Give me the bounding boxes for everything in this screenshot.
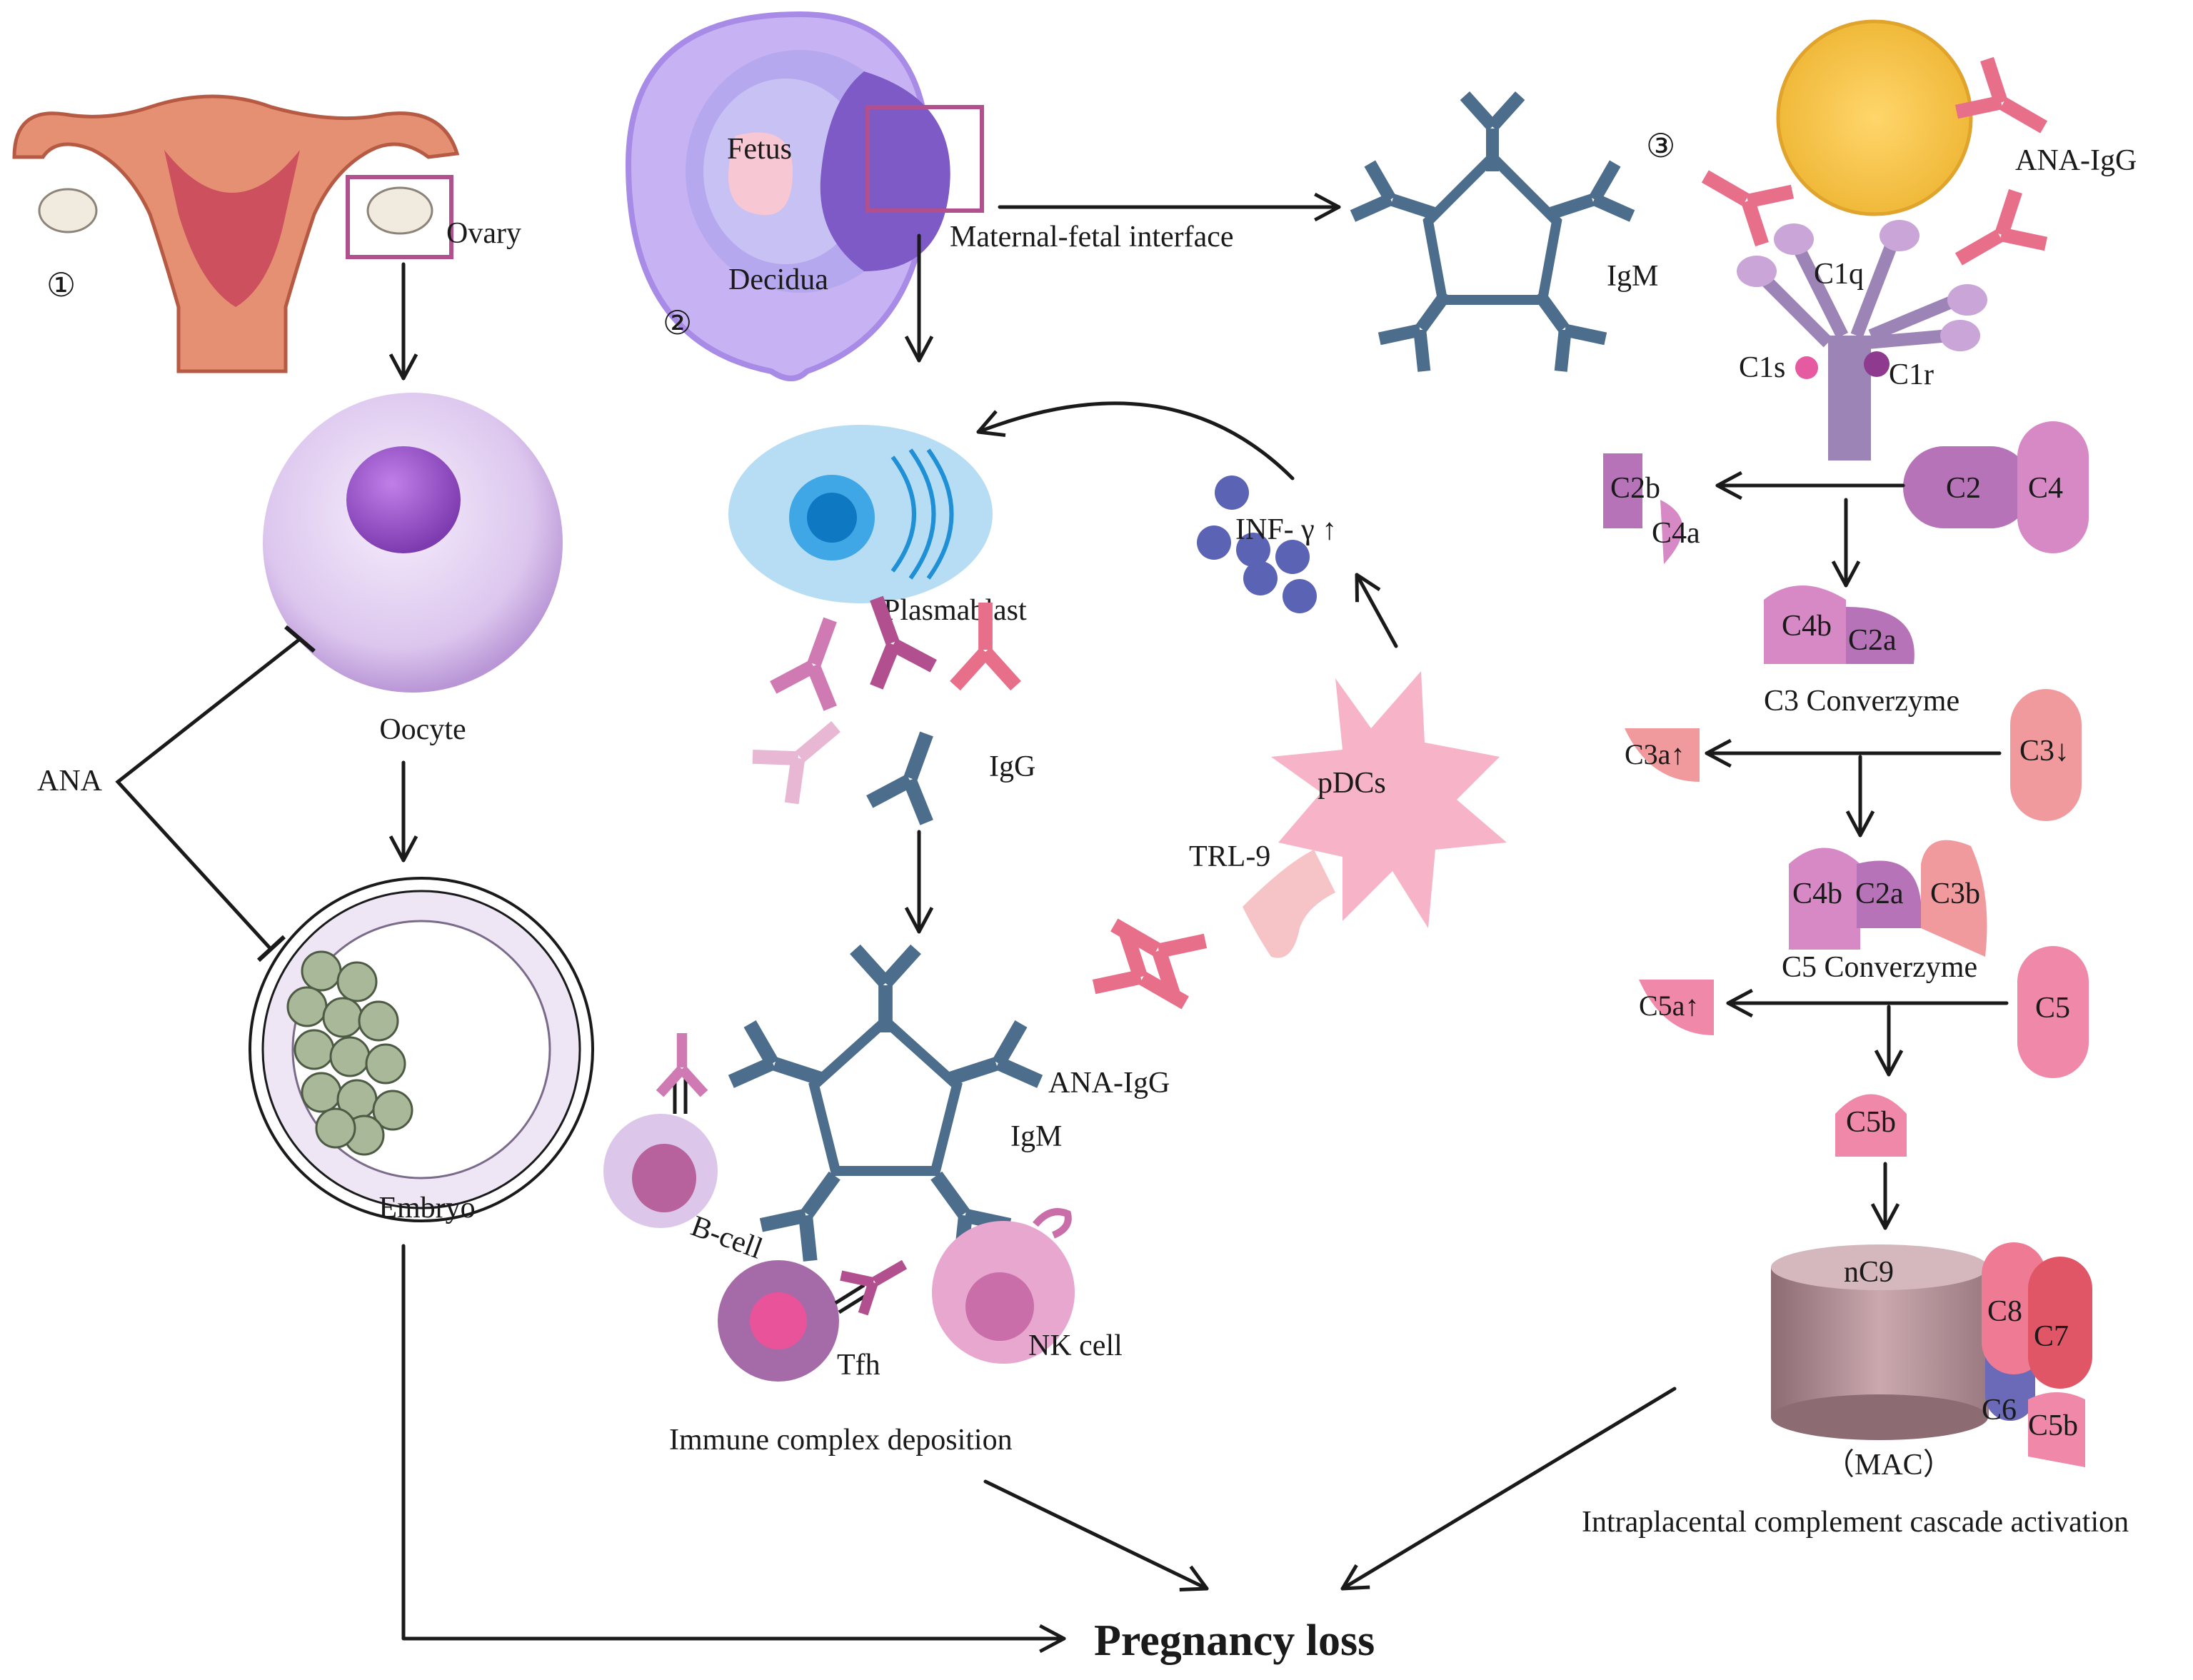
mac-label: （MAC） (1825, 1449, 1953, 1482)
c2a-label-1: C2a (1848, 624, 1897, 657)
igm-bottom-pentamer (725, 944, 1046, 1268)
embryo-to-loss-arrow (401, 1244, 1066, 1654)
embryo-label: Embryo (378, 1192, 475, 1224)
igm-top-pentamer (1347, 91, 1638, 378)
pregnancy-loss-title: Pregnancy loss (1094, 1616, 1375, 1665)
c3-label: C3↓ (2019, 735, 2069, 768)
c2b-label: C2b (1610, 472, 1660, 505)
mac-complex (1771, 1242, 2092, 1467)
igg-antibody-cluster (746, 585, 1021, 829)
pdc-to-inf-arrow (1355, 573, 1398, 648)
tfh-label: Tfh (837, 1349, 880, 1382)
tfh-cell (718, 1242, 918, 1382)
c5b-label-2: C5b (2028, 1409, 2078, 1442)
b-cell-label: B-cell (687, 1209, 767, 1265)
c2b-block (1603, 453, 1642, 528)
c4a-label: C4a (1652, 517, 1700, 550)
c1r-label: C1r (1889, 358, 1934, 391)
inf-gamma-molecules (1197, 476, 1317, 613)
oocyte-label: Oocyte (379, 713, 466, 746)
c2a-block-1 (1846, 607, 1915, 664)
oocyte-nucleus (346, 446, 461, 553)
c5-label: C5 (2035, 992, 2070, 1025)
panel-1-marker: ① (46, 267, 76, 303)
c4a-block (1660, 500, 1683, 564)
panel-3-marker: ③ (1646, 128, 1675, 164)
maternal-fetal-interface-label: Maternal-fetal interface (950, 221, 1234, 253)
c1-complex (1737, 220, 1987, 461)
c3b-label: C3b (1930, 877, 1980, 910)
pdcs-label: pDCs (1318, 767, 1386, 800)
c2a-block-2 (1857, 860, 1922, 928)
c7-label: C7 (2034, 1320, 2069, 1353)
c4-label: C4 (2028, 472, 2063, 505)
inf-to-plasmablast-arrow (976, 401, 1295, 481)
ana-inhibition-lines (115, 625, 316, 962)
c4b-block-1 (1764, 585, 1846, 664)
cascade-to-loss-arrow (1340, 1387, 1677, 1591)
c3a-label: C3a↑ (1625, 738, 1685, 770)
c2a-label-2: C2a (1855, 877, 1904, 910)
c5a-block (1639, 980, 1714, 1035)
fetus-label: Fetus (727, 133, 792, 166)
c4b-label-2: C4b (1792, 877, 1842, 910)
ana-igg-complex (1087, 892, 1213, 1035)
immune-complex-deposition-label: Immune complex deposition (669, 1424, 1013, 1457)
ana-label: ANA (37, 765, 103, 798)
c3-block (2010, 689, 2082, 821)
inf-gamma-label: INF- γ ↑ (1235, 513, 1337, 546)
decidua-label: Decidua (728, 263, 828, 296)
c3a-block (1625, 728, 1700, 782)
c5b-label-1: C5b (1846, 1106, 1896, 1139)
pdc-cell (1271, 671, 1507, 928)
c4-block (2017, 421, 2089, 553)
c3-converzyme-label: C3 Converzyme (1764, 685, 1959, 718)
c8-label: C8 (1987, 1295, 2022, 1328)
c3b-block (1921, 840, 1987, 957)
igm-bottom-label: IgM (1010, 1120, 1062, 1153)
complement-cascade-label: Intraplacental complement cascade activa… (1582, 1506, 2129, 1539)
pathogen-particle (1776, 19, 1973, 216)
c2-block (1903, 446, 2032, 528)
trl9-receptor (1243, 850, 1335, 958)
c4b-label-1: C4b (1782, 610, 1832, 643)
c4b-block-2 (1789, 847, 1860, 950)
c5-block (2017, 946, 2089, 1078)
igg-label: IgG (989, 750, 1035, 783)
plasmablast-cell (728, 425, 993, 603)
embryo-illustration (249, 877, 594, 1222)
trl9-label: TRL-9 (1189, 840, 1270, 873)
deposition-to-loss-arrow (983, 1479, 1209, 1591)
c1q-label: C1q (1814, 258, 1864, 291)
ana-igg-middle-label: ANA-IgG (1048, 1067, 1170, 1100)
b-cell (603, 1033, 718, 1228)
c5-converzyme-label: C5 Converzyme (1782, 951, 1977, 984)
igm-top-label: IgM (1607, 260, 1658, 293)
uterus-illustration (12, 94, 460, 373)
ana-igg-top-label: ANA-IgG (2015, 144, 2137, 177)
c1s-label: C1s (1739, 351, 1785, 384)
ovary-label: Ovary (446, 217, 521, 250)
c6-label: C6 (1982, 1394, 2017, 1427)
decidua-illustration (625, 11, 984, 381)
c5b-block-1 (1835, 1094, 1907, 1157)
nk-cell (932, 1208, 1075, 1364)
c5a-label: C5a↑ (1639, 990, 1699, 1022)
plasmablast-label: Plasmablast (883, 594, 1027, 627)
nc9-label: nC9 (1844, 1256, 1894, 1289)
panel-2-marker: ② (663, 305, 692, 341)
nk-cell-label: NK cell (1028, 1329, 1123, 1362)
c2-label: C2 (1946, 472, 1981, 505)
